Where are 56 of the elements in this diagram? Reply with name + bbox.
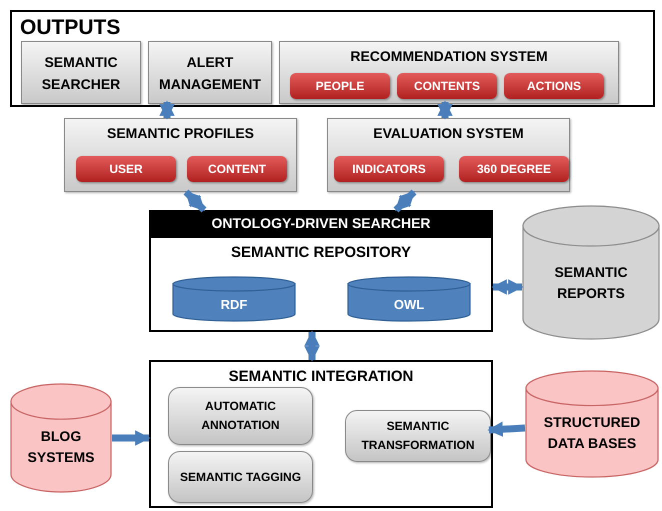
box-label: PEOPLE — [316, 78, 364, 95]
tag-button-shape — [76, 156, 176, 182]
box-label: CONTENT — [208, 161, 266, 178]
block-arrow — [437, 100, 453, 120]
process-box — [168, 387, 313, 445]
box-label: BLOG SYSTEMS — [26, 427, 96, 467]
box-label: ALERT MANAGEMENT — [158, 52, 262, 94]
box-label: SEMANTIC INTEGRATION — [228, 367, 414, 387]
database-cylinder — [172, 276, 296, 322]
process-box — [148, 41, 272, 104]
box-label: SEMANTIC REPOSITORY — [230, 243, 412, 263]
box-label: SEMANTIC PROFILES — [106, 124, 255, 143]
process-box — [279, 41, 619, 104]
box-label: RECOMMENDATION SYSTEM — [349, 47, 549, 66]
block-arrow — [394, 190, 416, 212]
box-label: EVALUATION SYSTEM — [372, 124, 525, 143]
tag-button-shape — [459, 156, 569, 182]
block-arrow — [487, 422, 526, 437]
process-box — [21, 41, 141, 104]
box-label: SEMANTIC TRANSFORMATION — [360, 418, 476, 454]
box-label: ONTOLOGY-DRIVEN SEARCHER — [211, 214, 431, 232]
database-cylinder — [347, 276, 471, 322]
box-label: SEMANTIC TAGGING — [180, 468, 302, 486]
block-arrow — [112, 430, 151, 446]
box-label: OUTPUTS — [20, 15, 120, 41]
box-label: ACTIONS — [527, 78, 581, 95]
box-label: RDF — [220, 296, 248, 314]
database-cylinder — [10, 383, 112, 493]
box-label: AUTOMATIC ANNOTATION — [200, 398, 281, 434]
block-arrow — [491, 279, 524, 295]
tag-button-shape — [187, 156, 287, 182]
box-label: 360 DEGREE — [476, 161, 552, 178]
block-arrow — [304, 330, 320, 362]
container-box — [149, 236, 493, 332]
box-label: INDICATORS — [352, 161, 426, 178]
box-label: STRUCTURED DATA BASES — [542, 413, 642, 453]
block-arrow — [159, 100, 175, 120]
box-label: USER — [109, 161, 143, 178]
tag-button-shape — [290, 73, 390, 99]
block-arrow — [184, 190, 206, 212]
group-frame — [10, 10, 655, 107]
database-cylinder — [525, 370, 659, 478]
database-cylinder — [522, 205, 660, 340]
box-label: OWL — [394, 296, 424, 314]
container-box — [149, 360, 493, 508]
process-box — [64, 118, 297, 192]
tag-button-shape — [334, 156, 444, 182]
process-box — [327, 118, 570, 192]
process-box — [345, 410, 491, 462]
header-bar — [149, 210, 493, 236]
box-label: SEMANTIC SEARCHER — [40, 52, 122, 94]
box-label: CONTENTS — [414, 78, 480, 95]
tag-button-shape — [397, 73, 497, 99]
tag-button-shape — [504, 73, 604, 99]
box-label: SEMANTIC REPORTS — [553, 262, 629, 302]
process-box — [168, 451, 313, 503]
